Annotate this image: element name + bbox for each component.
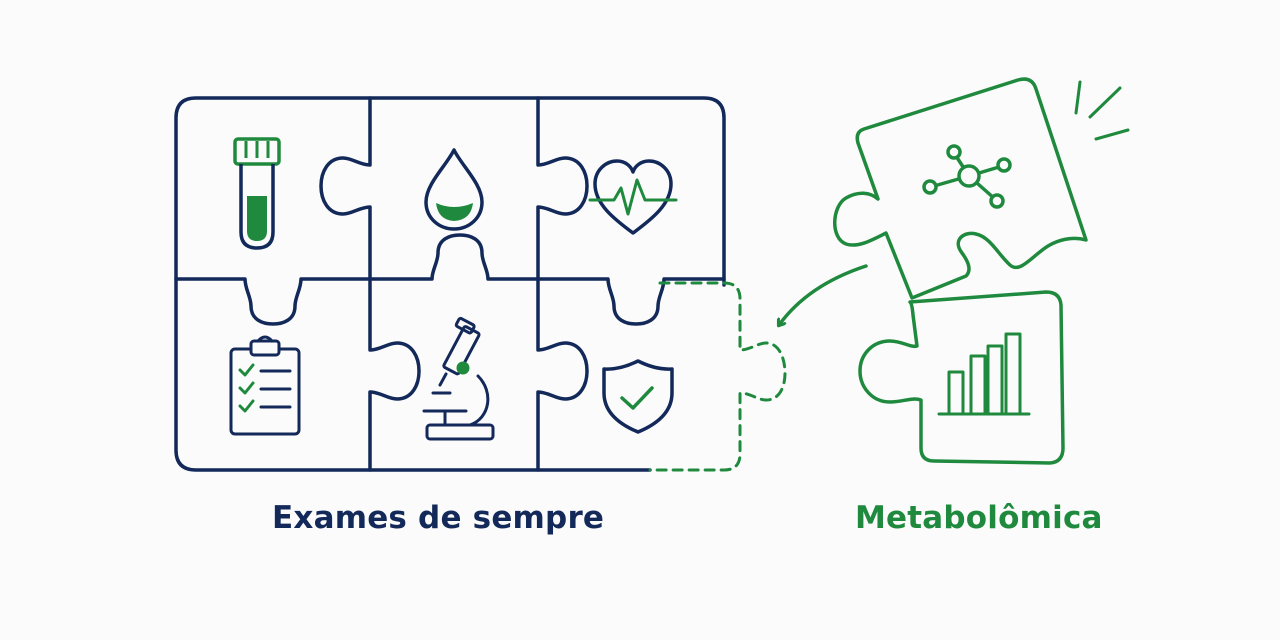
- grid-outer-frame: [174, 96, 726, 472]
- seam-vertical-1-top: [319, 96, 372, 281]
- arrow-curve: [779, 264, 868, 325]
- test-tube-icon: [233, 137, 281, 250]
- seam-vertical-2-top: [536, 96, 589, 281]
- heart-pulse-icon: [588, 159, 678, 235]
- clipboard-checklist-icon: [229, 335, 301, 436]
- blood-drop-icon: [424, 148, 484, 231]
- seam-horizontal: [174, 233, 726, 326]
- seam-vertical-1-bottom: [368, 277, 421, 472]
- seam-vertical-2-bottom: [536, 277, 589, 472]
- emphasis-lines: [1074, 80, 1130, 141]
- missing-piece-outline: [648, 281, 787, 472]
- molecule-icon: [922, 144, 1012, 209]
- bar-chart-icon: [937, 332, 1031, 416]
- metabolomics-piece-top: [833, 77, 1088, 300]
- microscope-icon: [422, 316, 495, 441]
- metabolomics-piece-bottom: [858, 290, 1065, 465]
- exam-puzzle-grid: [174, 96, 726, 472]
- caption-exames-de-sempre: Exames de sempre: [272, 500, 605, 536]
- metabolomics-pieces: [833, 77, 1088, 465]
- caption-metabolomica: Metabolômica: [855, 500, 1103, 536]
- shield-check-icon: [602, 359, 674, 434]
